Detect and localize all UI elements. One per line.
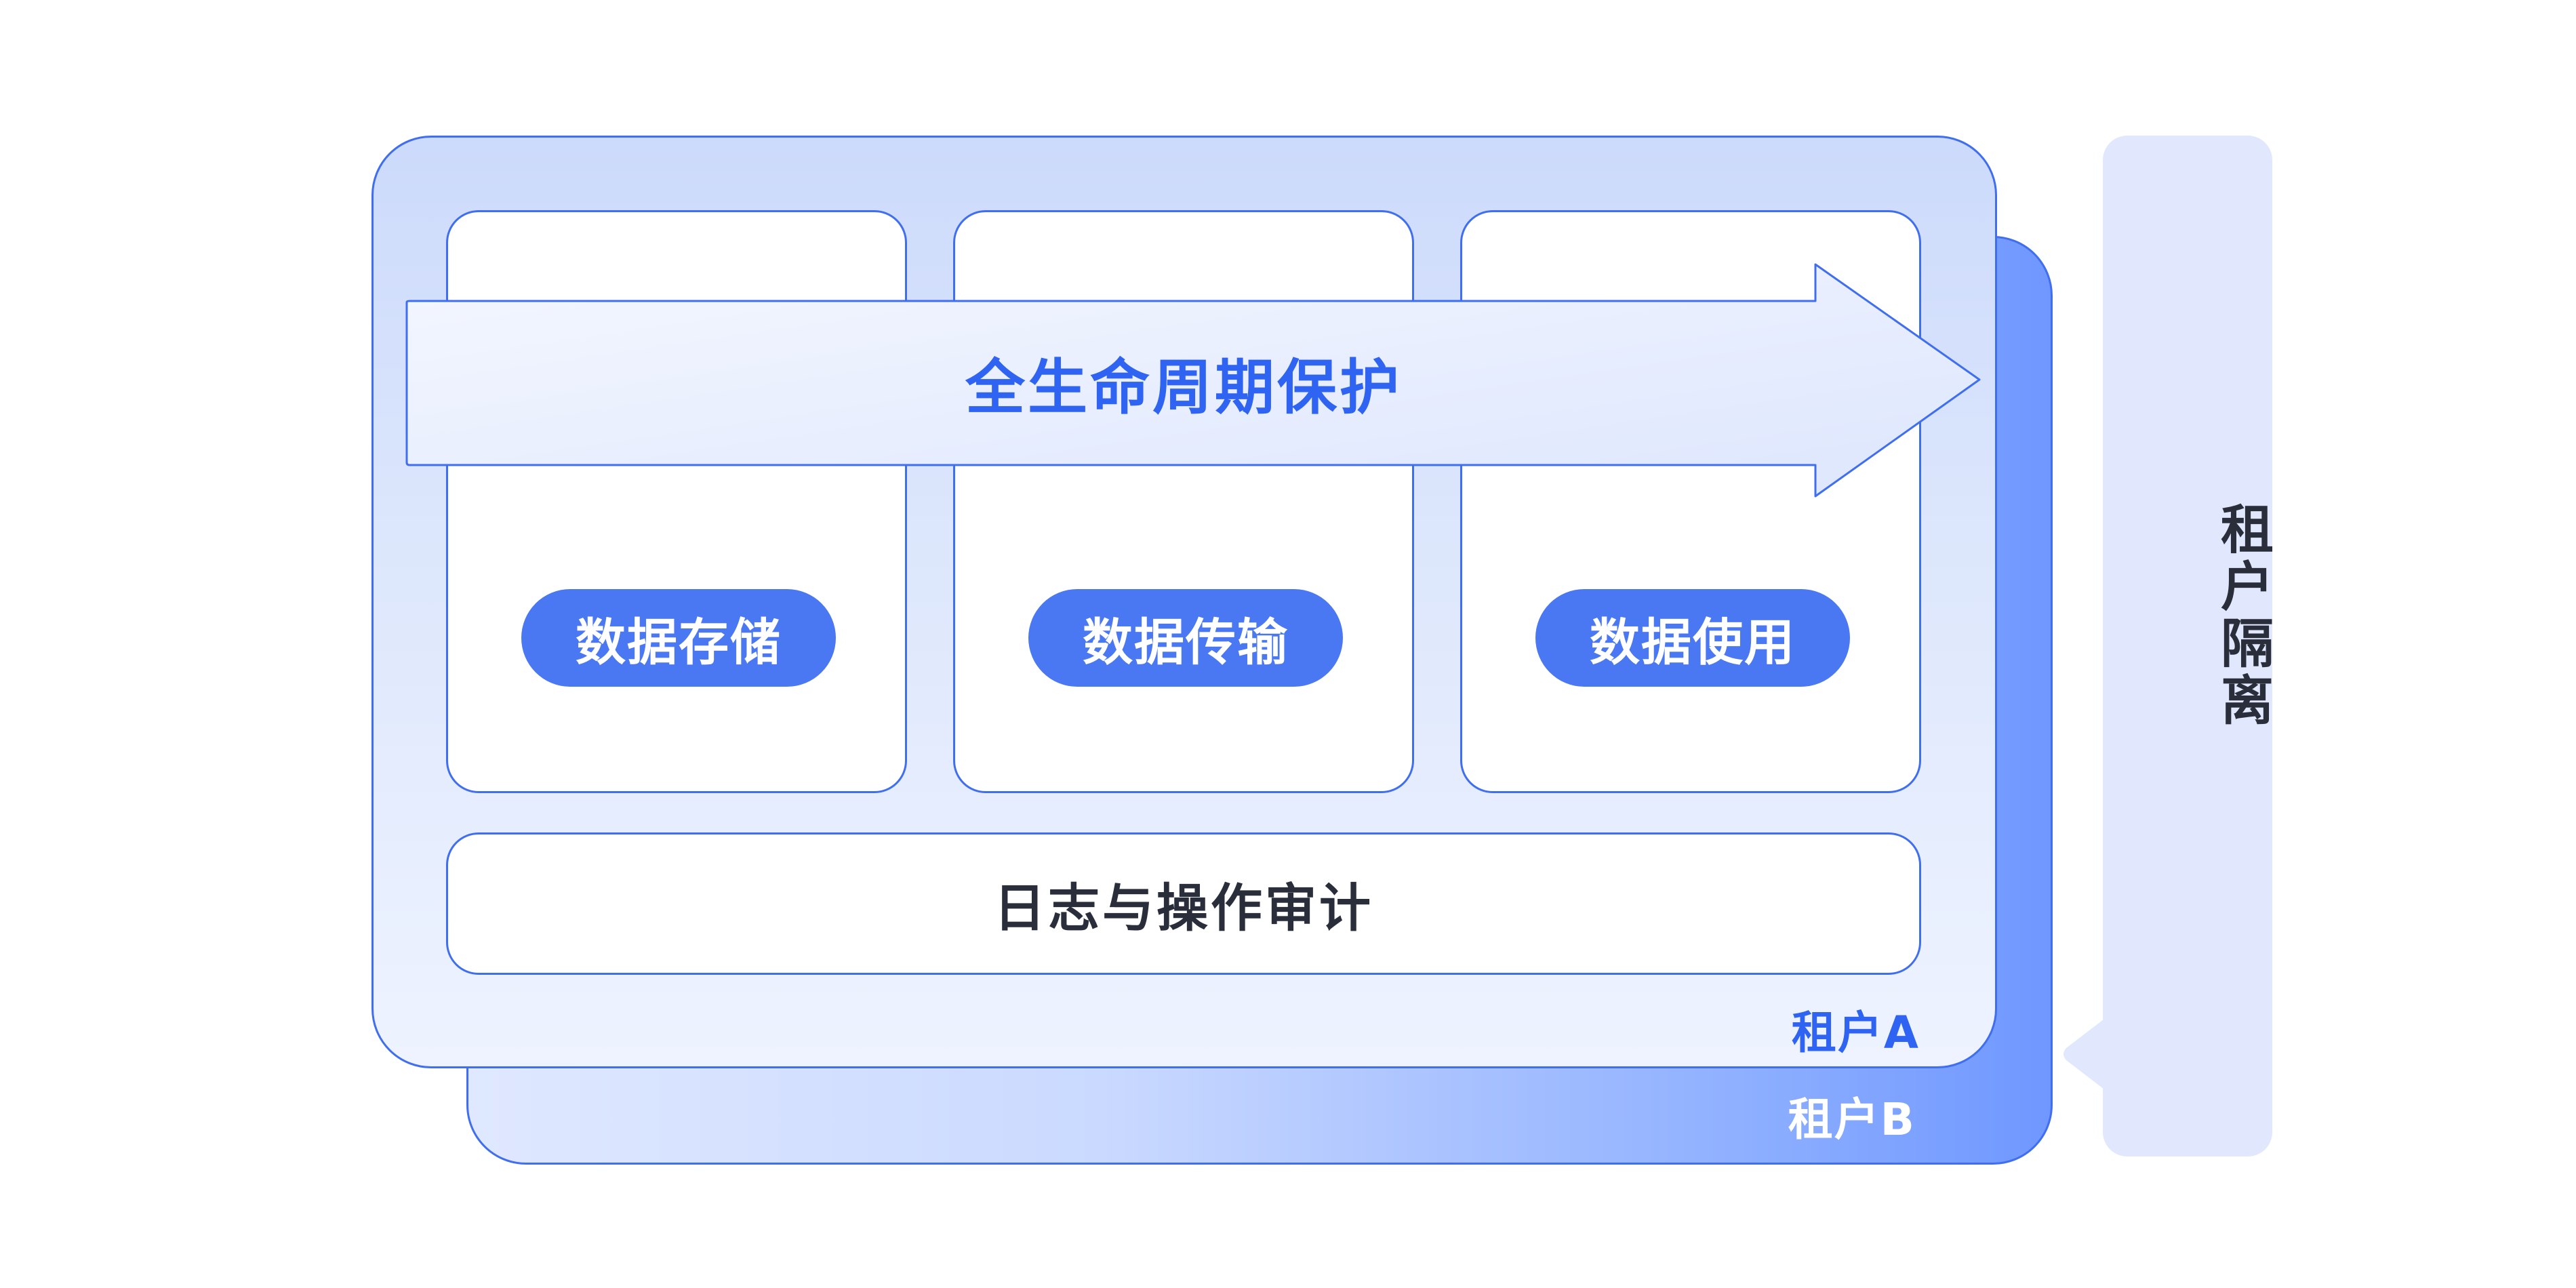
isolation-pointer [2064, 1017, 2107, 1091]
lifecycle-arrow-label: 全生命周期保护 [965, 352, 1402, 422]
audit-bar: 日志与操作审计 [446, 832, 1921, 975]
stage-pill-usage: 数据使用 [1535, 589, 1850, 687]
isolation-panel [2103, 136, 2272, 1156]
stage-pill-transfer: 数据传输 [1028, 589, 1343, 687]
tenant-b-label: 租户B [1788, 1093, 1916, 1146]
isolation-label-text: 租户隔离 [2212, 502, 2273, 729]
audit-label: 日志与操作审计 [994, 878, 1373, 938]
isolation-label: 租户隔离 [2103, 502, 2273, 729]
tenant-a-label: 租户A [1791, 1007, 1920, 1059]
stage-pill-storage: 数据存储 [521, 589, 836, 687]
lifecycle-arrow [405, 263, 1981, 498]
